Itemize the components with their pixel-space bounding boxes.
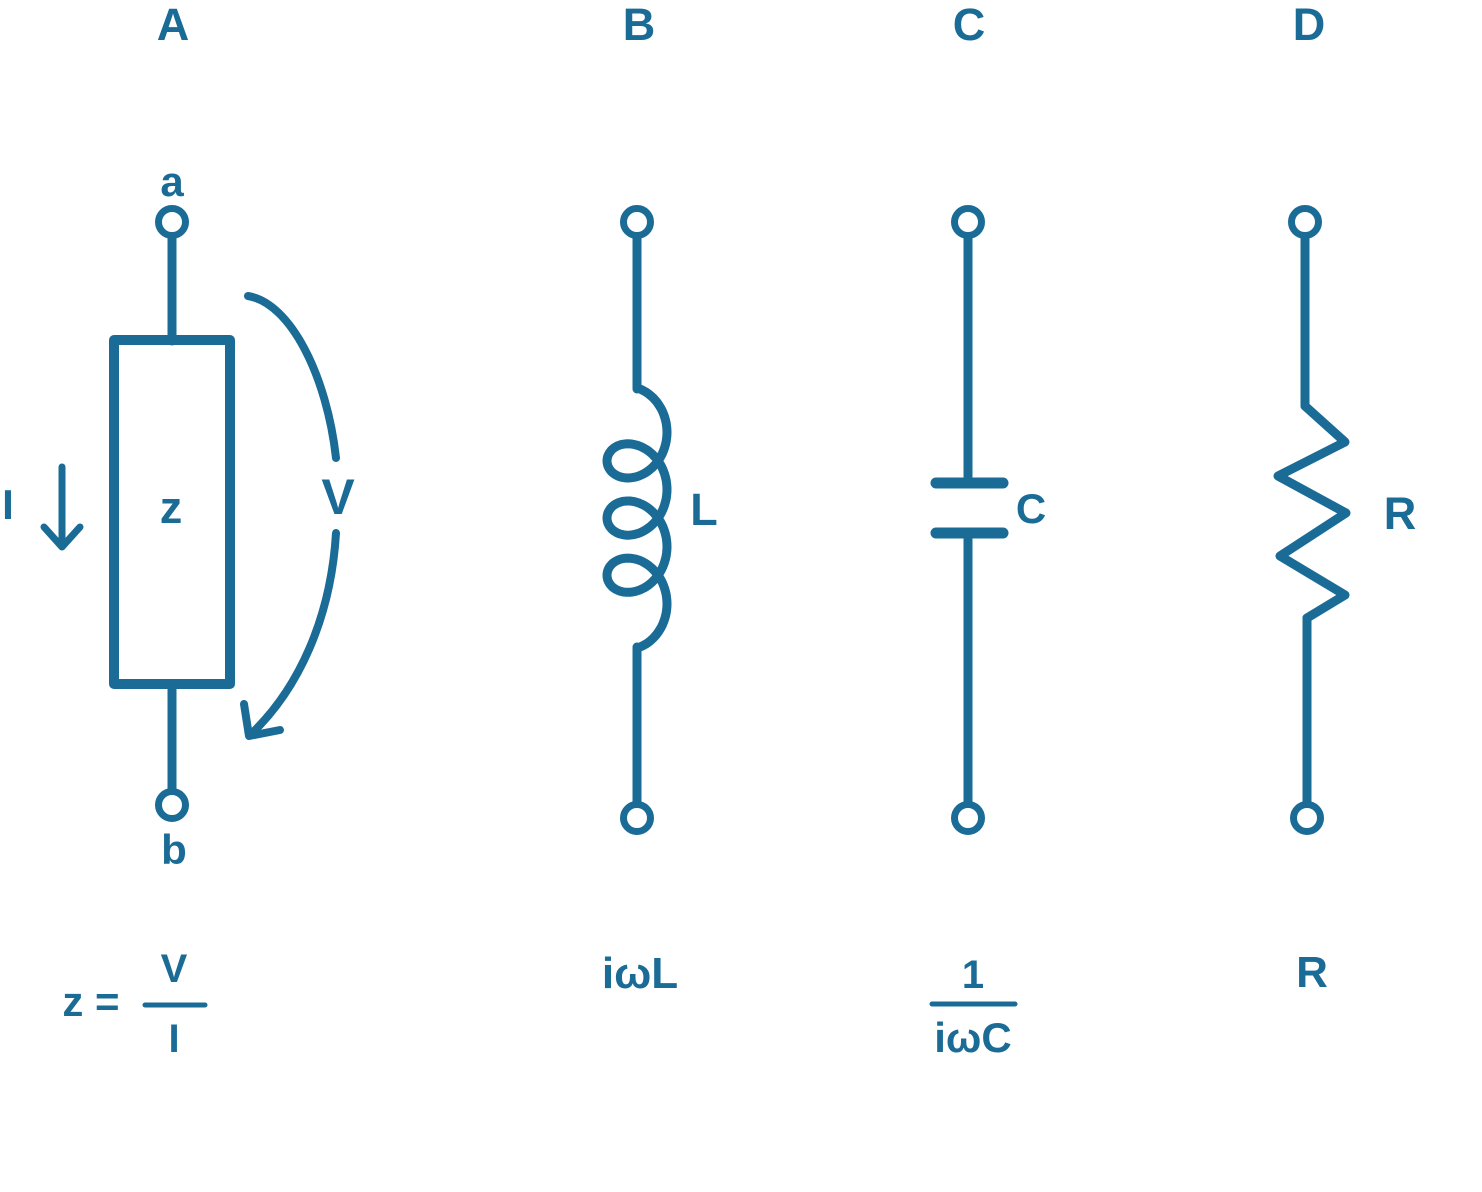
resistor-terminal-top bbox=[1288, 205, 1322, 239]
terminal-a-label: a bbox=[160, 158, 184, 205]
formula-denominator: I bbox=[168, 1017, 179, 1061]
voltage-arc-bottom bbox=[246, 529, 340, 739]
column-label-d: D bbox=[1293, 0, 1326, 50]
column-label-a: A bbox=[157, 0, 190, 50]
capacitor-label: C bbox=[1016, 485, 1046, 532]
impedance-formula: z = V I bbox=[62, 947, 208, 1061]
inductor-label: L bbox=[690, 484, 718, 535]
capacitor-formula: 1 iωC bbox=[929, 953, 1018, 1061]
formula-numerator: V bbox=[161, 947, 188, 991]
capacitor-terminal-top bbox=[951, 205, 985, 239]
formula-denominator: iωC bbox=[934, 1014, 1011, 1061]
resistor-group: D R R bbox=[1273, 0, 1417, 997]
impedance-element-group: A a z I V b z = V I bbox=[2, 0, 355, 1061]
resistor-zigzag bbox=[1273, 401, 1351, 623]
resistor-formula: R bbox=[1296, 948, 1328, 997]
terminal-b-circle bbox=[155, 788, 189, 822]
inductor-terminal-top bbox=[620, 205, 654, 239]
column-label-b: B bbox=[623, 0, 656, 50]
terminal-b-label: b bbox=[161, 826, 187, 873]
formula-numerator: 1 bbox=[962, 953, 984, 997]
formula-lhs: z = bbox=[62, 978, 119, 1025]
capacitor-terminal-bottom bbox=[951, 801, 985, 835]
impedance-label: z bbox=[160, 482, 183, 533]
column-label-c: C bbox=[953, 0, 986, 50]
inductor-formula: iωL bbox=[602, 949, 678, 998]
current-label: I bbox=[2, 481, 14, 528]
voltage-arc-arrowhead bbox=[240, 700, 284, 740]
voltage-label: V bbox=[321, 469, 355, 525]
voltage-arc-top bbox=[244, 292, 340, 462]
current-arrow-head bbox=[40, 523, 84, 551]
inductor-terminal-bottom bbox=[620, 801, 654, 835]
inductor-group: B L iωL bbox=[602, 0, 718, 998]
resistor-label: R bbox=[1384, 488, 1417, 539]
resistor-terminal-bottom bbox=[1290, 801, 1324, 835]
inductor-coil bbox=[602, 383, 672, 653]
capacitor-group: C C 1 iωC bbox=[929, 0, 1046, 1061]
terminal-a-circle bbox=[155, 205, 189, 239]
